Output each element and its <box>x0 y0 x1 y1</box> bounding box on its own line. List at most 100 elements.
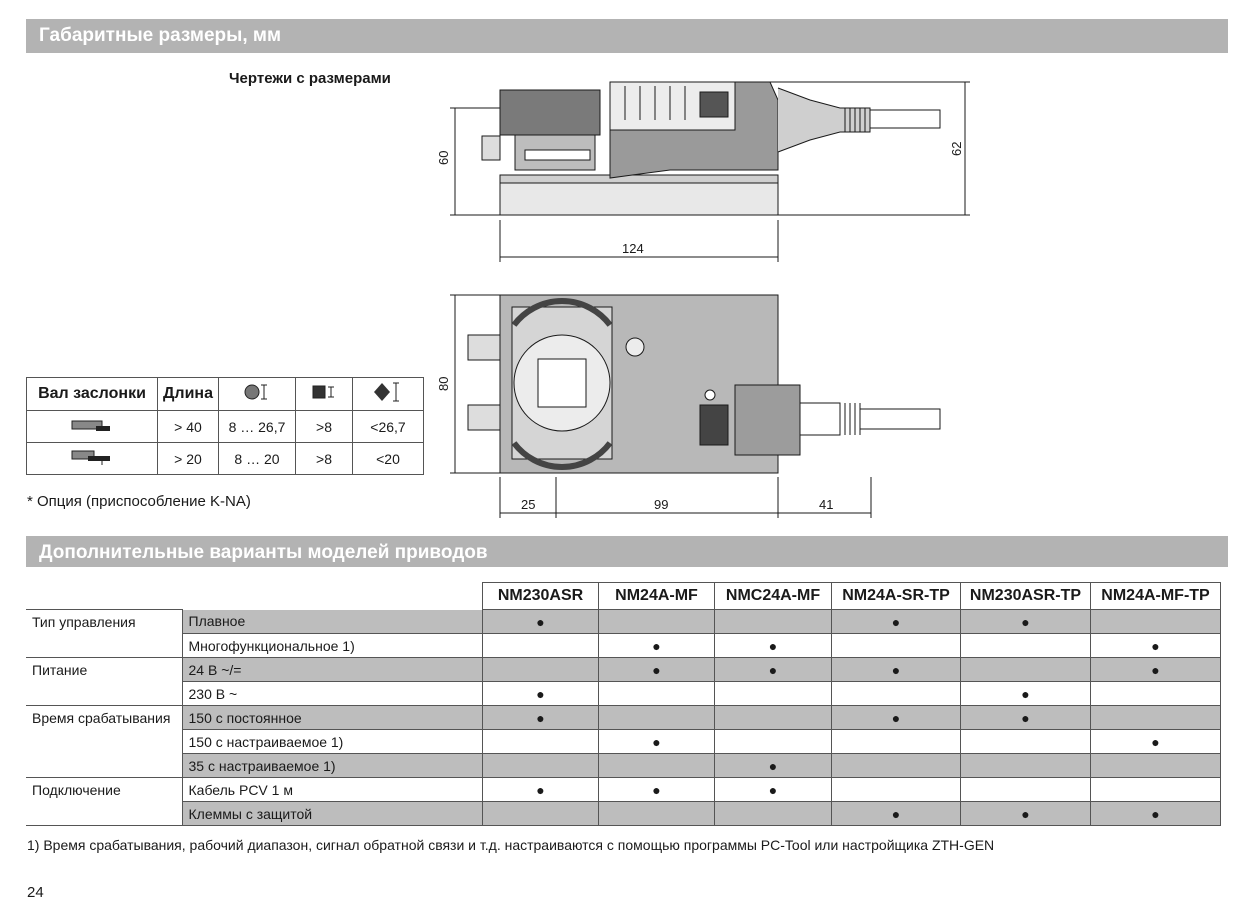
page-number: 24 <box>27 884 44 901</box>
empty-cell <box>482 753 599 778</box>
table-row: 230 В ~●● <box>26 681 1221 706</box>
empty-cell <box>960 633 1091 658</box>
availability-mark: ● <box>598 729 715 754</box>
shaft-type-short-icon <box>26 442 158 475</box>
actuator-top-view-drawing: 80 25 99 41 <box>436 294 941 518</box>
row-option: 150 с постоянное <box>181 705 483 730</box>
round-shaft-header <box>218 377 296 411</box>
empty-cell <box>831 633 961 658</box>
empty-cell <box>482 633 599 658</box>
table-row: 150 с настраиваемое 1)●● <box>26 729 1221 754</box>
availability-mark: ● <box>960 609 1091 634</box>
availability-mark: ● <box>482 705 599 730</box>
row-category <box>26 682 182 706</box>
footnote: 1) Время срабатывания, рабочий диапазон,… <box>27 837 995 853</box>
diamond-value: <20 <box>352 442 424 475</box>
section-header-dimensions: Габаритные размеры, мм <box>26 19 1228 53</box>
empty-cell <box>714 705 832 730</box>
row-category: Тип управления <box>26 609 182 634</box>
availability-mark: ● <box>598 633 715 658</box>
shaft-type-long-icon <box>26 410 158 443</box>
row-category <box>26 730 182 754</box>
empty-cell <box>960 777 1091 802</box>
model-column-header: NM230ASR <box>482 582 599 610</box>
availability-mark: ● <box>598 657 715 682</box>
availability-mark: ● <box>831 801 961 826</box>
row-option: 230 В ~ <box>181 681 483 706</box>
availability-mark: ● <box>1090 657 1221 682</box>
actuator-side-view-drawing: 60 62 124 <box>436 81 970 262</box>
length-header: Длина <box>157 377 219 411</box>
shaft-row: > 20 8 … 20 >8 <20 <box>26 442 424 475</box>
empty-cell <box>1090 777 1221 802</box>
row-option: Кабель PCV 1 м <box>181 777 483 802</box>
models-table: NM230ASR NM24A-MF NMC24A-MF NM24A-SR-TP … <box>26 582 1221 826</box>
availability-mark: ● <box>714 633 832 658</box>
empty-cell <box>960 729 1091 754</box>
availability-mark: ● <box>960 801 1091 826</box>
square-value: >8 <box>295 442 353 475</box>
availability-mark: ● <box>960 705 1091 730</box>
shaft-header: Вал заслонки <box>26 377 158 411</box>
empty-cell <box>831 777 961 802</box>
model-column-header: NM24A-MF-TP <box>1090 582 1221 610</box>
row-category: Время срабатывания <box>26 705 182 730</box>
availability-mark: ● <box>831 609 961 634</box>
empty-cell <box>1090 681 1221 706</box>
dim-left: 25 <box>521 497 535 512</box>
table-row: Многофункциональное 1)●●● <box>26 633 1221 658</box>
dim-height-right: 62 <box>949 142 964 156</box>
diamond-value: <26,7 <box>352 410 424 443</box>
model-column-header: NMC24A-MF <box>714 582 832 610</box>
row-option: 24 В ~/= <box>181 657 483 682</box>
square-shaft-icon <box>312 385 334 398</box>
empty-cell <box>598 753 715 778</box>
option-note: * Опция (приспособление K-NA) <box>27 493 251 510</box>
dim-height-left: 60 <box>436 151 451 165</box>
round-value: 8 … 20 <box>218 442 296 475</box>
square-value: >8 <box>295 410 353 443</box>
row-category <box>26 634 182 658</box>
length-value: > 20 <box>157 442 219 475</box>
availability-mark: ● <box>714 657 832 682</box>
row-option: 150 с настраиваемое 1) <box>181 729 483 754</box>
length-value: > 40 <box>157 410 219 443</box>
dim-height: 80 <box>436 377 451 391</box>
dim-width: 124 <box>622 241 644 256</box>
section-header-models: Дополнительные варианты моделей приводов <box>26 536 1228 567</box>
empty-cell <box>831 729 961 754</box>
dim-mid: 99 <box>654 497 668 512</box>
empty-cell <box>714 729 832 754</box>
row-category <box>26 801 182 826</box>
row-option: Клеммы с защитой <box>181 801 483 826</box>
empty-cell <box>598 801 715 826</box>
availability-mark: ● <box>960 681 1091 706</box>
empty-cell <box>1090 705 1221 730</box>
diamond-shaft-header <box>352 377 424 411</box>
empty-cell <box>714 609 832 634</box>
empty-cell <box>960 753 1091 778</box>
shaft-table: Вал заслонки Длина > 40 8 … 26,7 >8 <26,… <box>26 377 424 475</box>
availability-mark: ● <box>482 609 599 634</box>
drawings-subtitle: Чертежи с размерами <box>229 70 391 87</box>
row-option: Плавное <box>181 609 483 634</box>
row-category <box>26 754 182 778</box>
availability-mark: ● <box>482 681 599 706</box>
empty-cell <box>831 753 961 778</box>
availability-mark: ● <box>598 777 715 802</box>
round-value: 8 … 26,7 <box>218 410 296 443</box>
empty-cell <box>598 609 715 634</box>
table-row: Клеммы с защитой●●● <box>26 801 1221 826</box>
row-category: Питание <box>26 657 182 682</box>
empty-cell <box>1090 753 1221 778</box>
empty-cell <box>714 681 832 706</box>
model-column-header: NM230ASR-TP <box>960 582 1091 610</box>
empty-cell <box>714 801 832 826</box>
round-shaft-icon <box>244 384 267 399</box>
row-option: Многофункциональное 1) <box>181 633 483 658</box>
empty-cell <box>482 801 599 826</box>
empty-cell <box>1090 609 1221 634</box>
